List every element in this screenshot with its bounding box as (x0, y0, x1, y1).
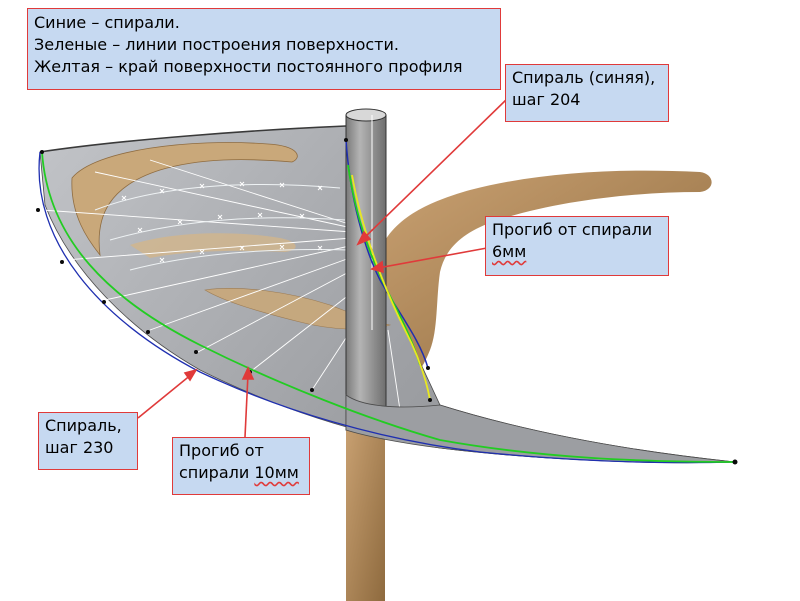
callout-dev10-prefix: спирали (179, 463, 255, 482)
annotation-arrows (137, 97, 509, 438)
blade-back-edge (39, 125, 347, 153)
callout-dev10-line2: спирали 10мм (179, 462, 303, 484)
tan-section-upper (71, 142, 298, 257)
callout-left-line1: Спираль, (45, 416, 122, 435)
callout-deviation-6mm: Прогиб от спирали 6мм (485, 216, 669, 276)
tan-section-lower (204, 288, 392, 330)
legend-green-construction: Зеленые – линии построения поверхности. (34, 35, 399, 54)
section-tick-marks (121, 181, 323, 263)
callout-deviation-10mm: Прогиб от спирали 10мм (172, 437, 310, 495)
callout-dev10-value: 10мм (254, 463, 299, 482)
spiral-outer (38, 151, 736, 464)
callout-dev6-line1: Прогиб от спирали (492, 220, 653, 239)
callout-dev6-line2: 6мм (492, 242, 527, 261)
callout-left-line2: шаг 230 (45, 438, 114, 457)
color-legend: Синие – спирали. Зеленые – линии построе… (27, 8, 501, 90)
shaft-lower (346, 420, 385, 601)
legend-blue-spirals: Синие – спирали. (34, 13, 180, 32)
section-curves (94, 184, 351, 271)
callout-top-line1: Спираль (синяя), (512, 68, 656, 87)
shaft-top (345, 108, 387, 122)
twisted-body (378, 170, 712, 381)
callout-dev10-line1: Прогиб от (179, 441, 264, 460)
callout-spiral-pitch-204: Спираль (синяя), шаг 204 (505, 64, 669, 122)
construction-edge-outer (41, 151, 736, 463)
control-points (36, 138, 738, 465)
callout-top-line2: шаг 204 (512, 90, 581, 109)
constant-profile-edge (351, 174, 431, 401)
legend-yellow-edge: Желтая – край поверхности постоянного пр… (34, 57, 463, 76)
callout-spiral-pitch-230: Спираль, шаг 230 (38, 412, 138, 470)
